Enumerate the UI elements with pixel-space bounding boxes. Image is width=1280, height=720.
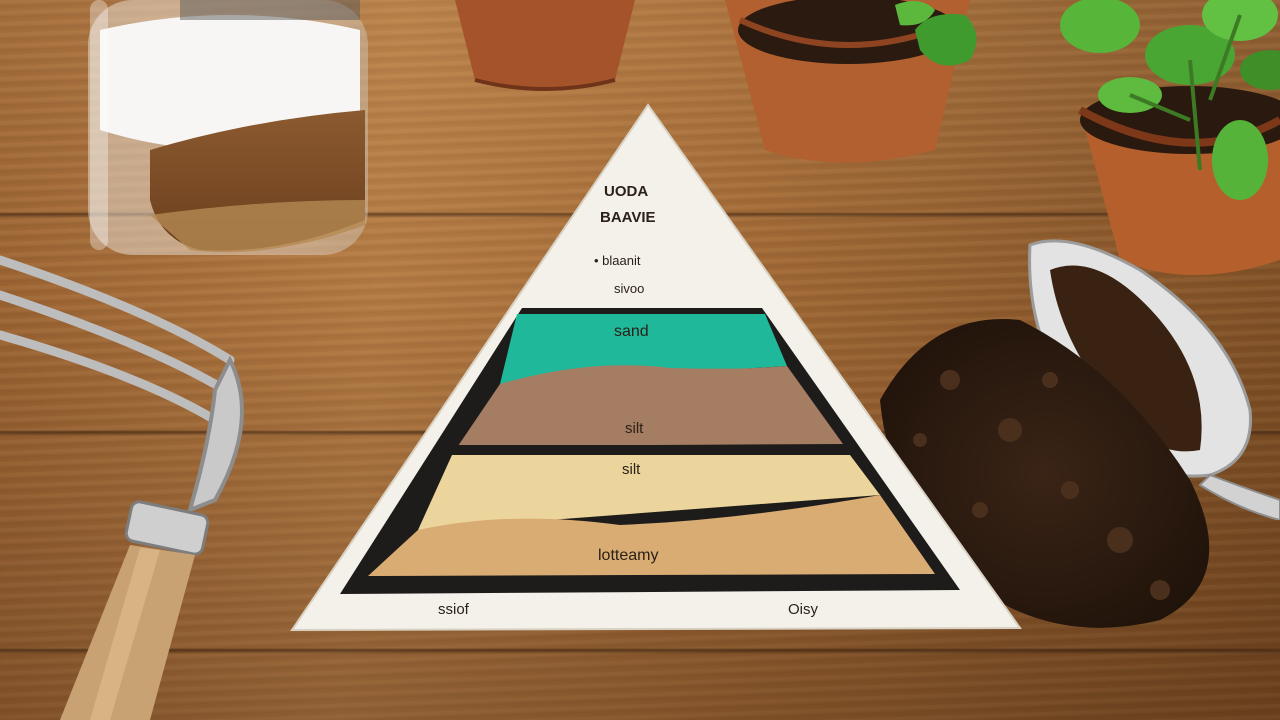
diagram-subtitle-line2: sivoo bbox=[614, 281, 645, 296]
clay-pot-top-center bbox=[455, 0, 635, 91]
layer-label-sand: sand bbox=[614, 323, 649, 340]
clay-pot-with-basil bbox=[1060, 0, 1280, 275]
soil-texture-pyramid-diagram bbox=[290, 103, 1022, 632]
garden-fork-tool bbox=[0, 255, 244, 720]
layer-label-bottom: lotteamy bbox=[598, 547, 659, 564]
glass-jar bbox=[88, 0, 368, 255]
diagram-subtitle-line1: • blaanit bbox=[594, 253, 641, 268]
corner-label-right: Oisy bbox=[788, 601, 818, 618]
garden-trowel bbox=[1028, 239, 1280, 520]
layer-label-silt-2: silt bbox=[622, 461, 641, 478]
clay-pot-with-seedling bbox=[725, 0, 977, 163]
corner-label-left: ssiof bbox=[438, 601, 469, 618]
diagram-title-line2: BAAVIE bbox=[600, 209, 656, 226]
diagram-title-line1: UODA bbox=[604, 183, 649, 200]
layer-label-silt: silt bbox=[625, 420, 644, 437]
